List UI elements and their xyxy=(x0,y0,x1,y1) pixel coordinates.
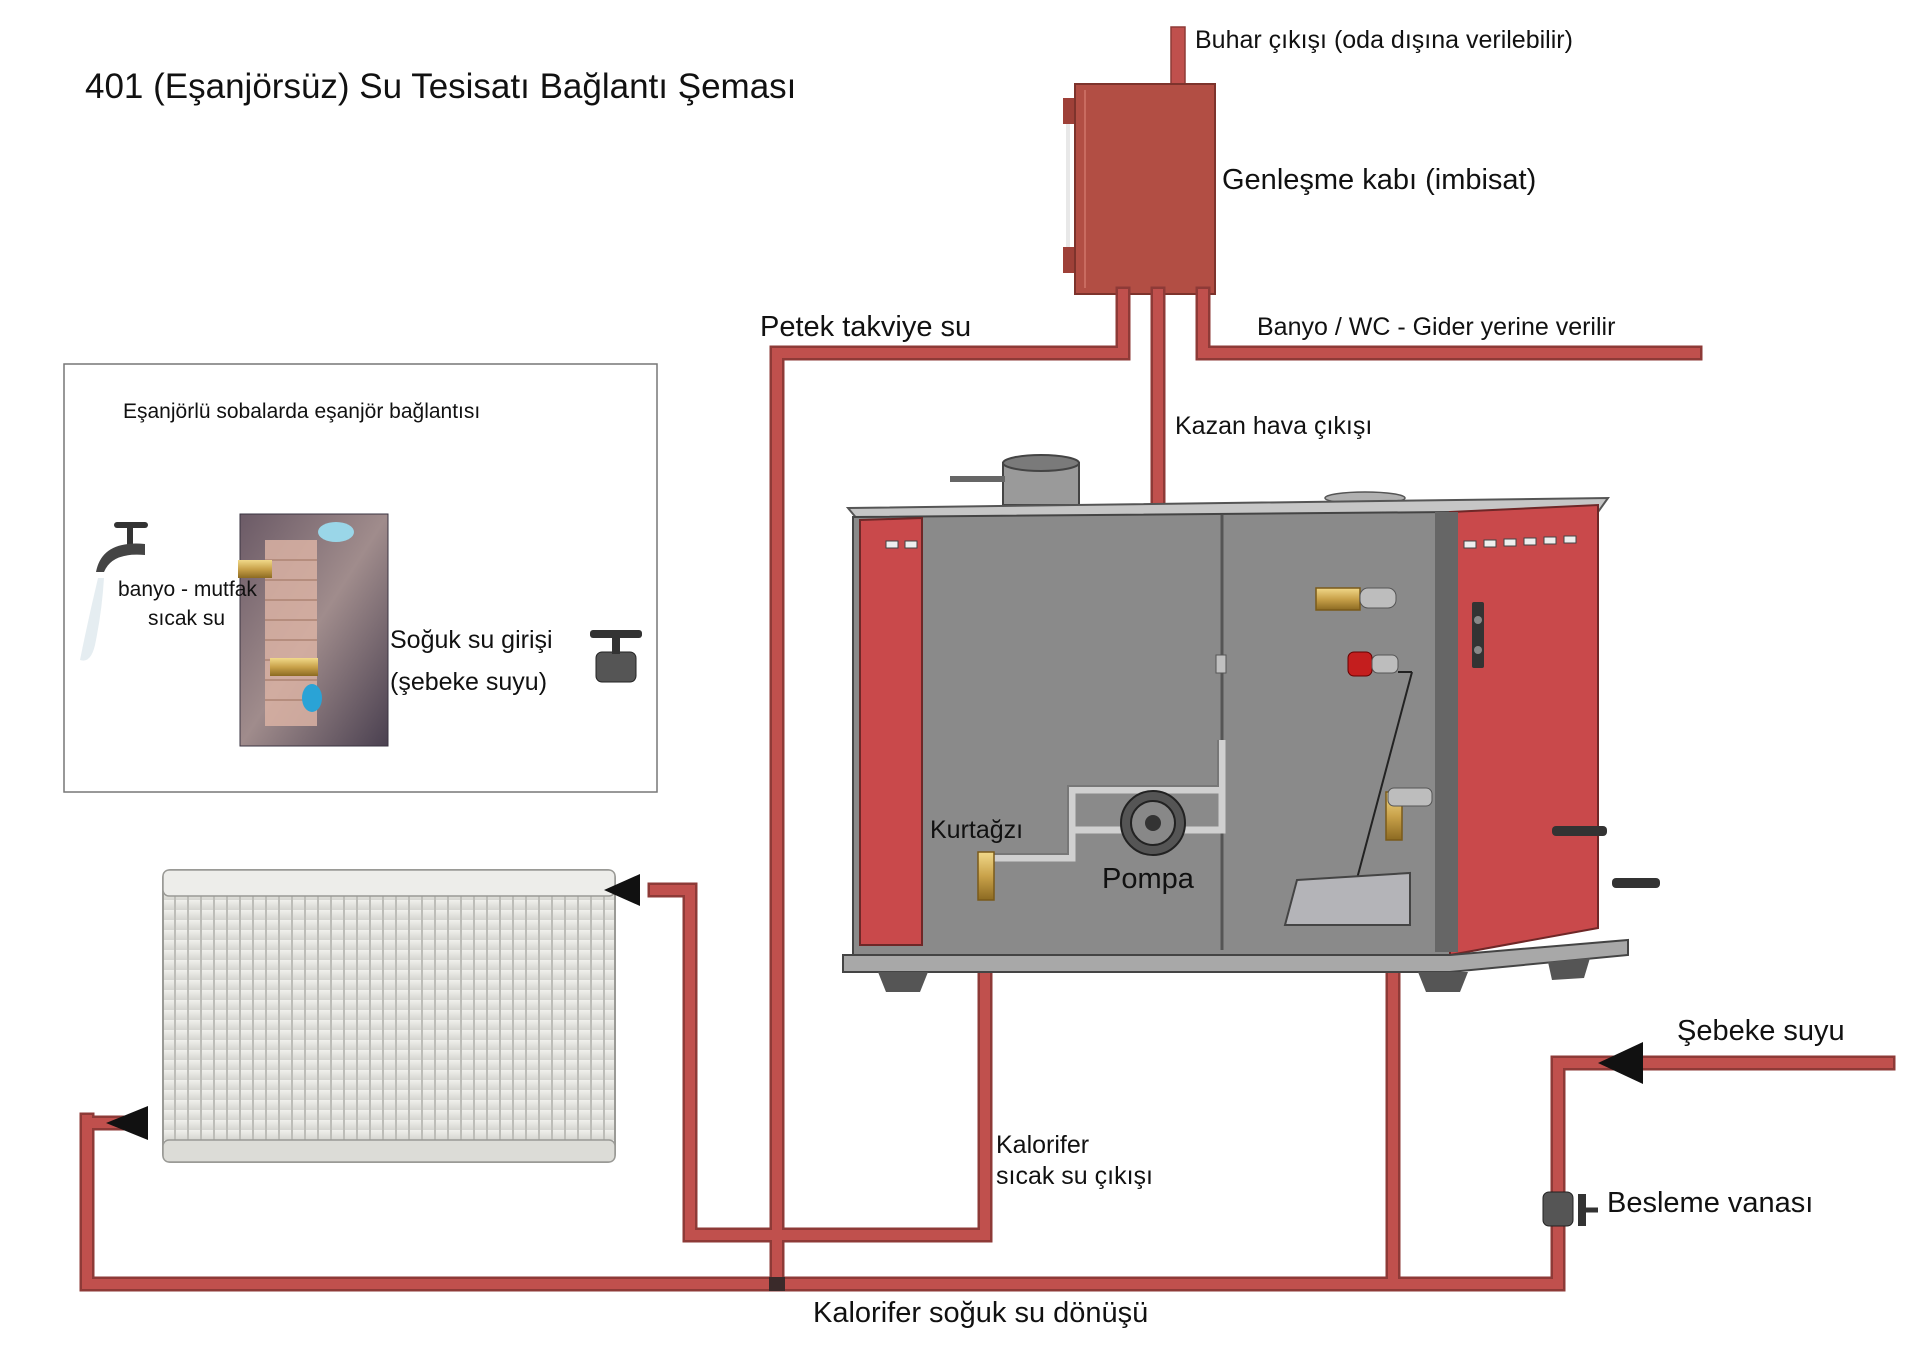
inset-cold-label-1: Soğuk su girişi xyxy=(390,626,553,654)
label-boiler-air: Kazan hava çıkışı xyxy=(1175,412,1372,440)
label-hot-out-1: Kalorifer xyxy=(996,1131,1089,1159)
flow-arrow-radiator-out xyxy=(106,1106,148,1140)
pipe-mains-feed xyxy=(1550,1055,1896,1292)
label-expansion-tank: Genleşme kabı (imbisat) xyxy=(1222,164,1536,196)
faucet-icon xyxy=(80,522,148,661)
label-safety-valve: Kurtağzı xyxy=(930,816,1023,844)
inset-hot-label-2: sıcak su xyxy=(148,607,225,630)
label-mains-water: Şebeke suyu xyxy=(1677,1015,1845,1047)
label-radiator-makeup: Petek takviye su xyxy=(760,311,971,343)
diagram-title: 401 (Eşanjörsüz) Su Tesisatı Bağlantı Şe… xyxy=(85,67,796,106)
radiator xyxy=(162,869,616,1163)
inset-title: Eşanjörlü sobalarda eşanjör bağlantısı xyxy=(123,400,480,423)
boiler xyxy=(842,454,1660,992)
inset-cold-label-2: (şebeke suyu) xyxy=(390,668,547,696)
label-overflow: Banyo / WC - Gider yerine verilir xyxy=(1257,313,1615,341)
inset-valve-icon xyxy=(590,630,642,683)
inset-exchanger-box: Eşanjörlü sobalarda eşanjör bağlantısı b… xyxy=(63,363,658,793)
label-cold-return: Kalorifer soğuk su dönüşü xyxy=(813,1297,1148,1329)
label-hot-out-2: sıcak su çıkışı xyxy=(996,1162,1153,1190)
pump xyxy=(1120,790,1186,856)
inset-hot-label-1: banyo - mutfak xyxy=(118,578,257,601)
flow-arrow-radiator-in xyxy=(604,874,640,906)
label-feed-valve: Besleme vanası xyxy=(1607,1187,1813,1219)
expansion-tank xyxy=(1063,26,1216,295)
feed-valve xyxy=(1542,1191,1598,1227)
label-steam-outlet: Buhar çıkışı (oda dışına verilebilir) xyxy=(1195,26,1573,54)
flow-arrow-mains xyxy=(1598,1042,1643,1084)
label-pump: Pompa xyxy=(1102,863,1195,895)
safety-valve-fitting xyxy=(977,851,995,901)
